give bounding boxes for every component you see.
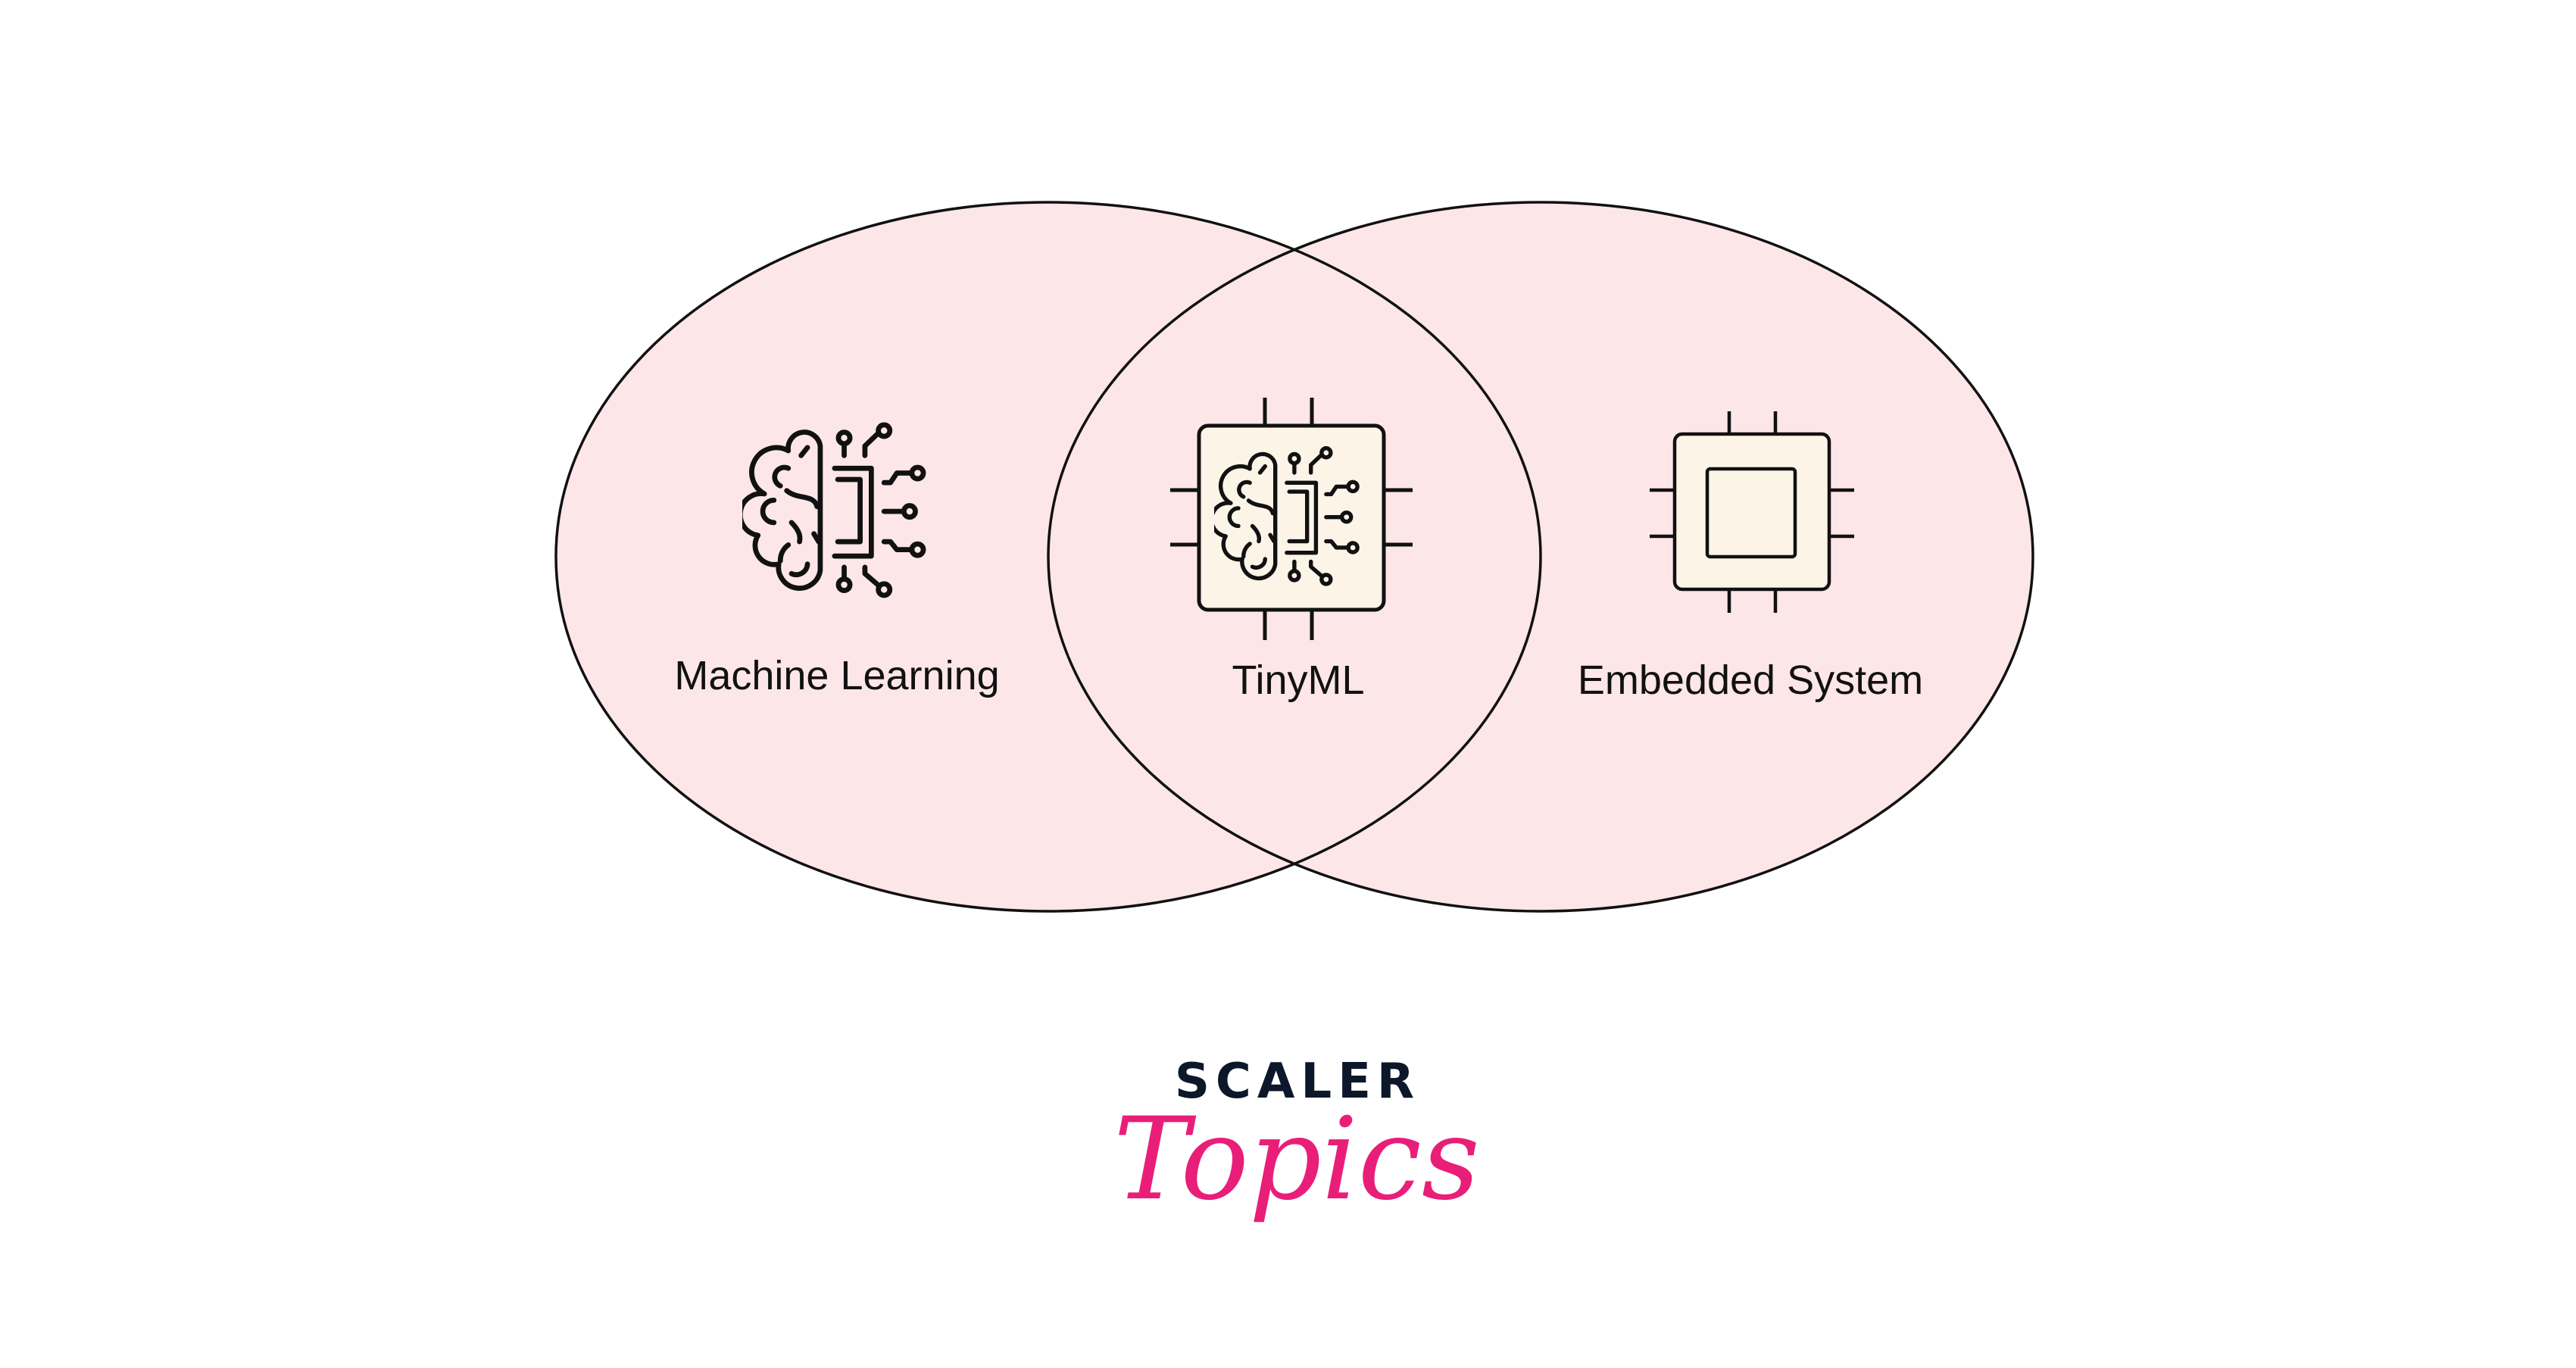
label-embedded-system: Embedded System <box>1578 657 1923 703</box>
embedded-ellipse-outline <box>1047 201 2034 913</box>
logo-scaler: SCALER <box>1175 1054 1420 1110</box>
chip-with-brain-icon <box>1170 398 1413 640</box>
scaler-topics-logo: SCALER Topics <box>1113 1054 1480 1226</box>
logo-topics: Topics <box>1113 1094 1480 1226</box>
ml-ellipse-outline <box>554 201 1542 913</box>
label-tinyml: TinyML <box>1232 657 1364 703</box>
label-machine-learning: Machine Learning <box>674 653 999 698</box>
microchip-icon <box>1650 411 1854 613</box>
